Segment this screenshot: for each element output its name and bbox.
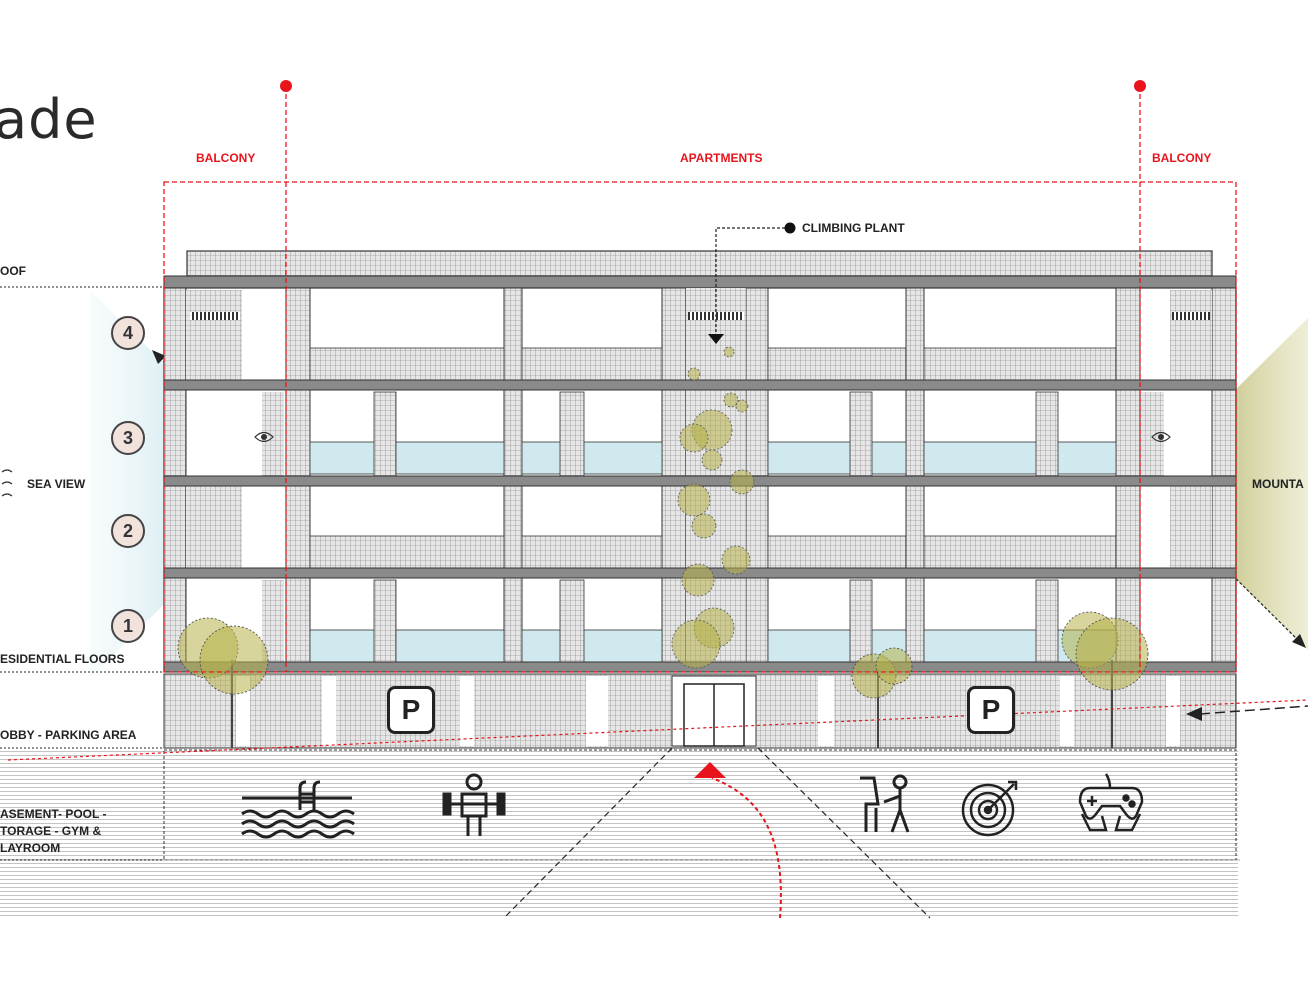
roof-label: OOF xyxy=(0,264,26,278)
floor-badge-4: 4 xyxy=(111,316,145,350)
swimming-pool-icon xyxy=(241,780,355,839)
roof-parapet xyxy=(186,250,1213,277)
floor-badge-1: 1 xyxy=(111,609,145,643)
apartments-label: APARTMENTS xyxy=(680,151,763,165)
residential-floors-label: ESIDENTIAL FLOORS xyxy=(0,652,125,666)
eye-icon xyxy=(254,431,1171,443)
arcade-player-icon xyxy=(860,774,910,833)
parking-sign-icon: P xyxy=(967,686,1015,734)
floor-badge-3: 3 xyxy=(111,421,145,455)
balcony-right-label: BALCONY xyxy=(1152,151,1212,165)
basement-label: ASEMENT- POOL - TORAGE - GYM & LAYROOM xyxy=(0,807,107,855)
lobby-parking-label: OBBY - PARKING AREA xyxy=(0,728,137,742)
floor-badge-2: 2 xyxy=(111,514,145,548)
zoning-lines xyxy=(163,86,1237,673)
climbing-plant-label: CLIMBING PLANT xyxy=(802,221,905,235)
weightlifter-icon xyxy=(442,773,506,836)
parking-sign-icon: P xyxy=(387,686,435,734)
balcony-left-label: BALCONY xyxy=(196,151,256,165)
basement-block xyxy=(0,748,1238,918)
entry-path xyxy=(711,777,782,919)
page-title: ade xyxy=(0,88,98,151)
climbing-plant-leader xyxy=(708,222,796,344)
sea-view-label: SEA VIEW xyxy=(27,477,86,491)
sea-wave-icon xyxy=(1,469,13,497)
climbing-plant-foliage xyxy=(671,346,755,669)
mountain-view-label: MOUNTA xyxy=(1252,477,1304,491)
game-controller-icon xyxy=(1078,773,1144,832)
target-darts-icon xyxy=(961,780,1018,837)
